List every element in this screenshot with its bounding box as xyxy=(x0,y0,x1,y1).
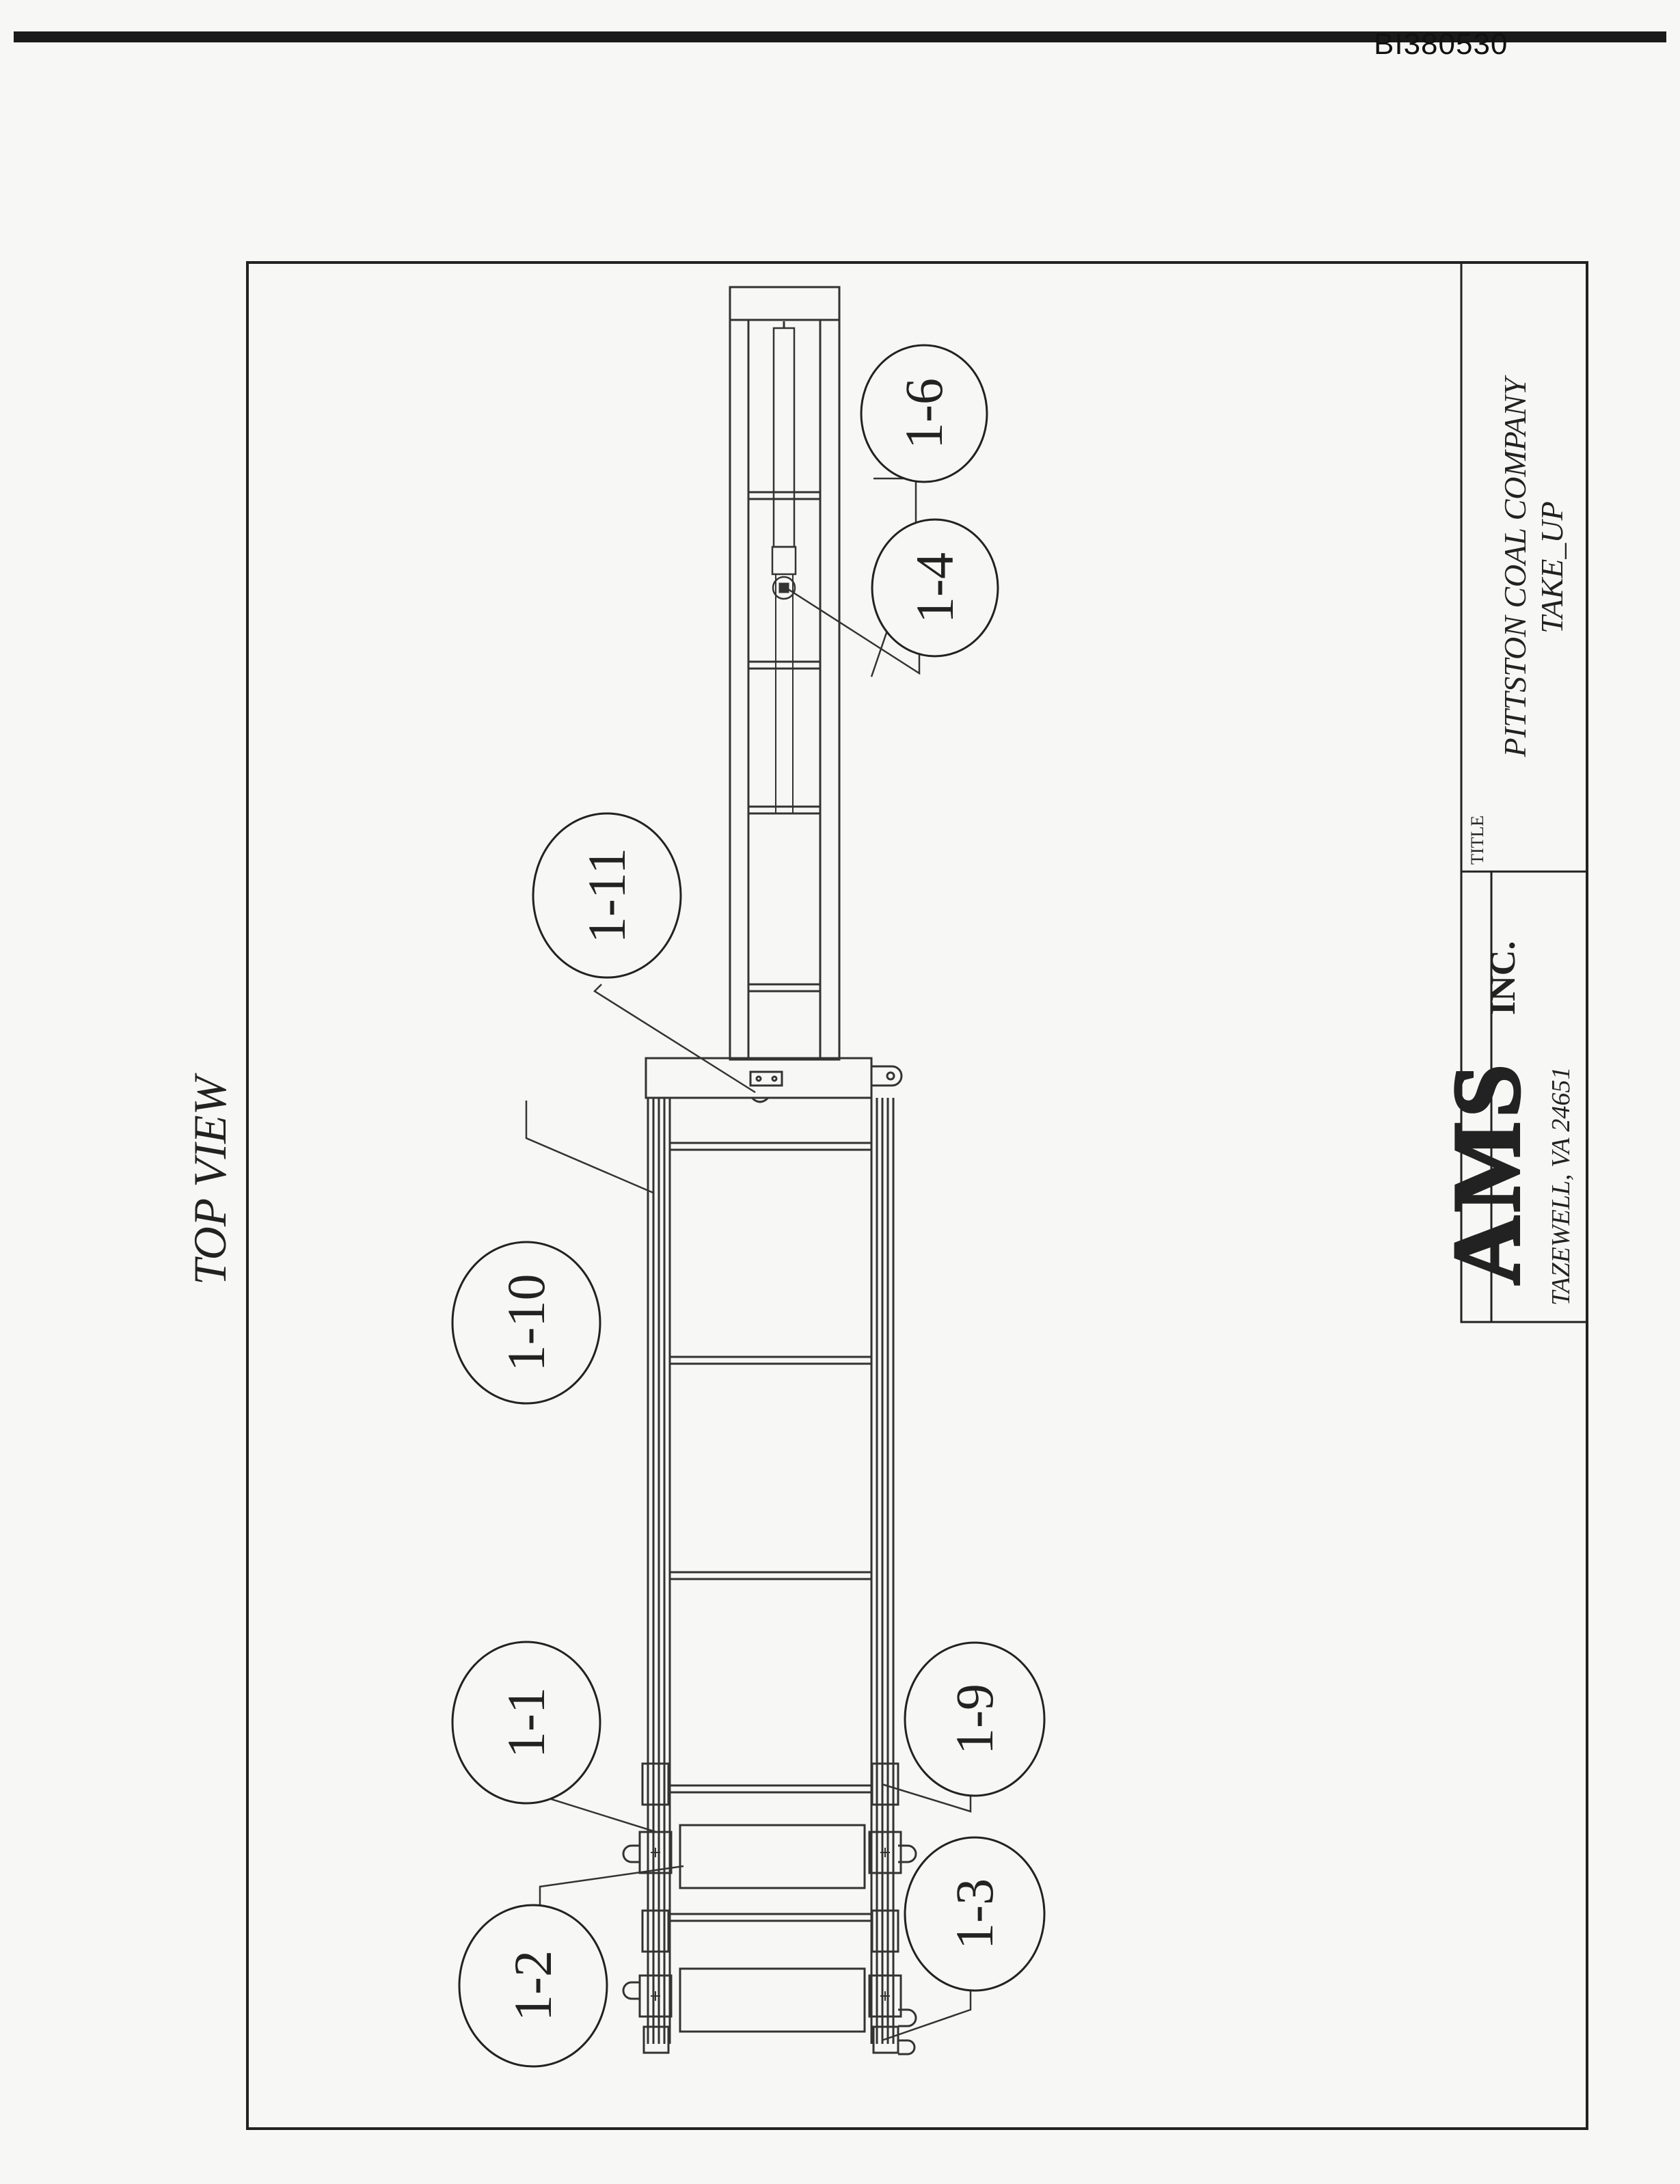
callout-1-3: 1-3 xyxy=(945,1878,1004,1950)
view-label: TOP VIEW xyxy=(184,1073,236,1285)
callout-balloon-1-1 xyxy=(451,1641,601,1805)
callout-1-4: 1-4 xyxy=(905,552,964,623)
callout-1-9: 1-9 xyxy=(945,1684,1004,1755)
callout-1-6: 1-6 xyxy=(894,378,953,449)
drawing-name: TAKE_UP xyxy=(1534,501,1569,633)
callout-balloon-1-3 xyxy=(904,1836,1046,1992)
company-line: PITTSTON COAL COMPANY xyxy=(1498,375,1532,757)
main-frame xyxy=(622,1057,917,2055)
takeup-extension xyxy=(729,286,841,1061)
callout-balloon-1-6 xyxy=(860,344,988,483)
callout-balloon-1-2 xyxy=(458,1904,608,2068)
callout-1-11: 1-11 xyxy=(577,848,636,943)
company-logo: AMS INC. xyxy=(1433,941,1541,1286)
callout-1-2: 1-2 xyxy=(503,1950,563,2021)
top-rule xyxy=(14,31,1666,42)
callout-balloon-1-11 xyxy=(532,812,682,979)
callout-balloon-1-4 xyxy=(871,518,999,658)
logo-text: AMS xyxy=(1434,1060,1540,1285)
callout-1-1: 1-1 xyxy=(496,1687,556,1758)
company-address: TAZEWELL, VA 24651 xyxy=(1547,1067,1575,1306)
callout-balloon-1-9 xyxy=(904,1641,1046,1797)
callout-1-10: 1-10 xyxy=(496,1274,556,1372)
title-caption: TITLE xyxy=(1467,815,1487,865)
logo-suffix: INC. xyxy=(1484,941,1523,1015)
document-id: BI380530 xyxy=(1374,27,1508,61)
title-block xyxy=(1460,261,1588,1323)
callout-balloon-1-10 xyxy=(451,1241,601,1405)
